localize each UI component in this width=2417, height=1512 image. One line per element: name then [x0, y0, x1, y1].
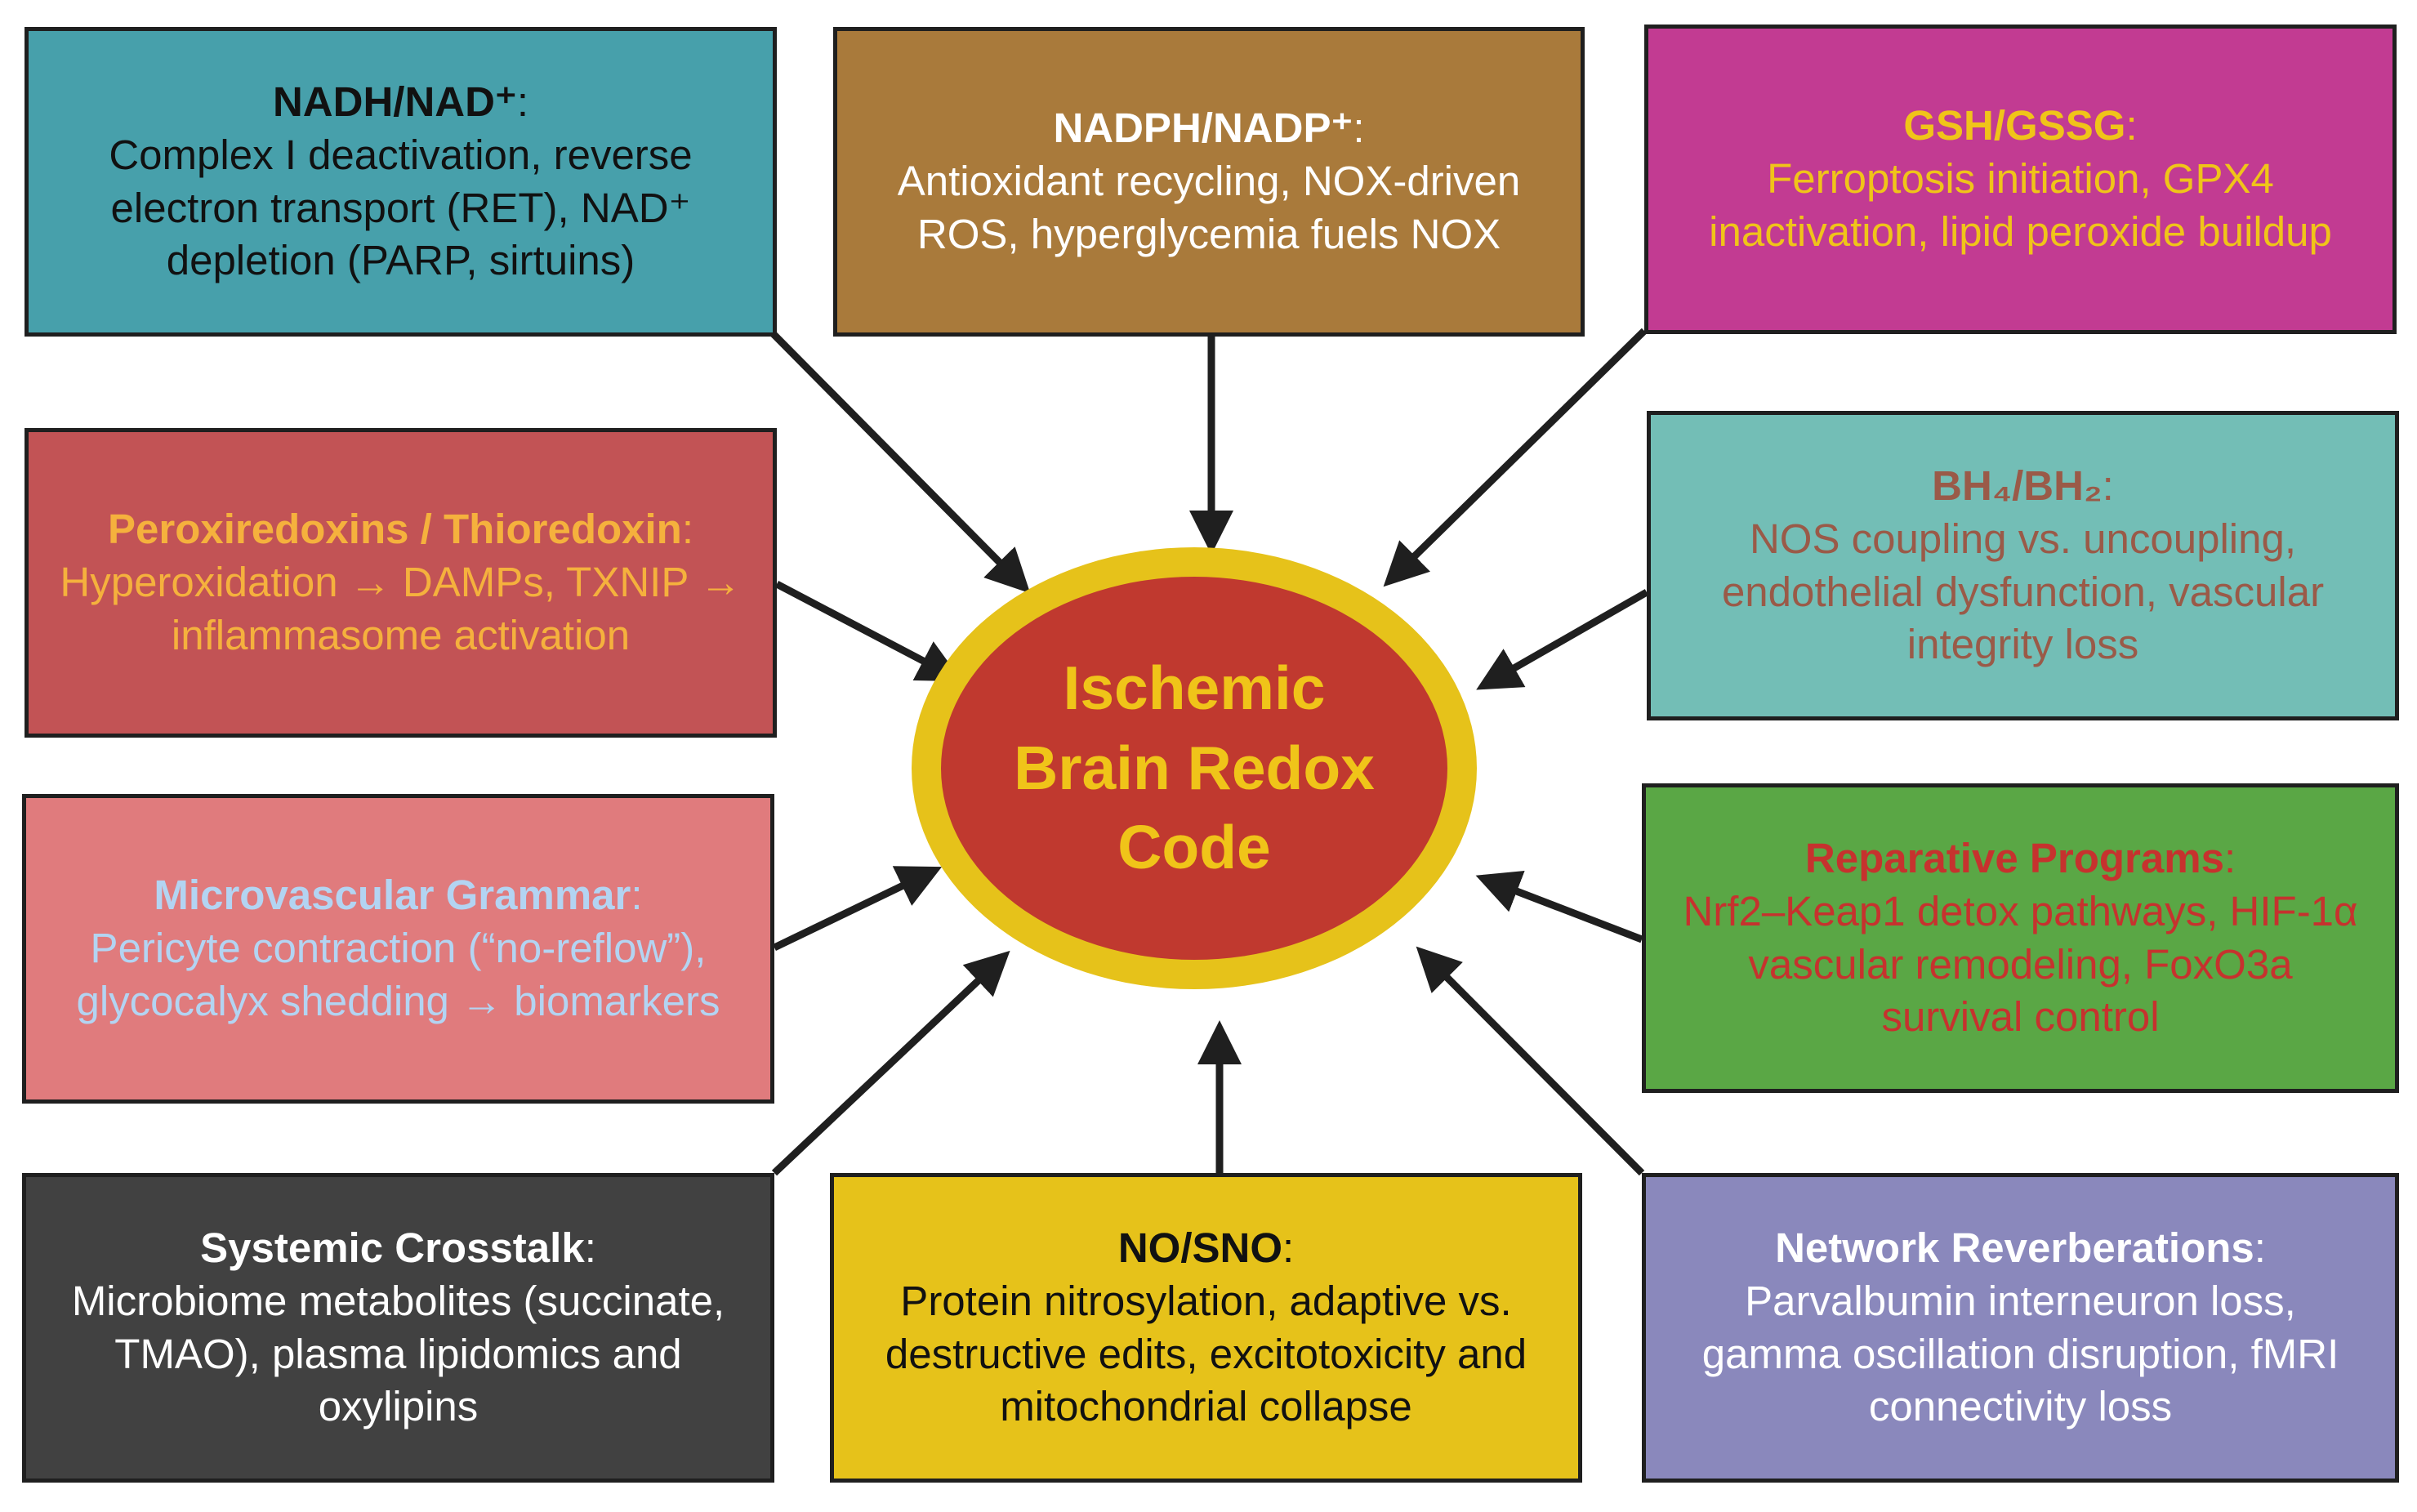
central-node-label: Ischemic Brain Redox Code: [965, 649, 1423, 888]
arrow-from-repar: [1475, 870, 1643, 943]
box-title-suffix: :: [516, 78, 529, 125]
box-peroxiredoxins-thioredoxin: Peroxiredoxins / Thioredoxin: Hyperoxida…: [25, 428, 777, 738]
box-reparative-programs: Reparative Programs: Nrf2–Keap1 detox pa…: [1642, 783, 2399, 1093]
box-title-suffix: :: [1353, 105, 1365, 152]
box-body: Complex I deactivation, reverse electron…: [109, 131, 693, 284]
box-title-suffix: :: [2102, 462, 2114, 509]
box-systemic-crosstalk: Systemic Crosstalk: Microbiome metabolit…: [22, 1173, 774, 1483]
box-title-line: Systemic Crosstalk:: [200, 1222, 596, 1275]
box-body: Pericyte contraction (“no-reflow”), glyc…: [76, 925, 720, 1024]
box-no-sno: NO/SNO: Protein nitrosylation, adaptive …: [830, 1173, 1582, 1483]
arrow-from-perox: [774, 581, 962, 682]
box-title-line: Network Reverberations:: [1775, 1222, 2266, 1275]
box-title-suffix: :: [2254, 1224, 2266, 1271]
box-title: Network Reverberations: [1775, 1224, 2254, 1271]
box-gsh-gssg: GSH/GSSG: Ferroptosis initiation, GPX4 i…: [1644, 25, 2397, 334]
box-title-suffix: :: [631, 872, 643, 919]
box-title-line: NADH/NAD⁺:: [273, 76, 528, 129]
box-title-line: Reparative Programs:: [1805, 832, 2236, 885]
arrow-from-network: [1416, 946, 1645, 1176]
box-title: NADH/NAD⁺: [272, 78, 517, 125]
box-title-line: Microvascular Grammar:: [154, 869, 642, 922]
box-title-suffix: :: [2223, 834, 2236, 881]
arrow-from-system: [771, 950, 1010, 1176]
central-node-line: Ischemic: [1063, 653, 1326, 723]
box-title-suffix: :: [584, 1224, 596, 1271]
box-body: Microbiome metabolites (succinate, TMAO)…: [71, 1277, 725, 1430]
box-body: Protein nitrosylation, adaptive vs. dest…: [885, 1277, 1527, 1430]
box-title: NO/SNO: [1117, 1224, 1282, 1271]
box-nadph-nadp: NADPH/NADP⁺: Antioxidant recycling, NOX-…: [833, 27, 1585, 337]
box-title: GSH/GSSG: [1903, 102, 2126, 149]
box-title: Peroxiredoxins / Thioredoxin: [108, 506, 682, 553]
box-body: Ferroptosis initiation, GPX4 inactivatio…: [1709, 155, 2332, 255]
box-body: Nrf2–Keap1 detox pathways, HIF-1α vascul…: [1683, 887, 2358, 1041]
box-title-line: BH₄/BH₂:: [1932, 460, 2114, 513]
box-title-line: NO/SNO:: [1118, 1222, 1294, 1275]
box-title-suffix: :: [2125, 102, 2138, 149]
box-title: BH₄/BH₂: [1932, 462, 2103, 509]
box-title-line: GSH/GSSG:: [1903, 100, 2137, 153]
box-nadh-nad: NADH/NAD⁺: Complex I deactivation, rever…: [25, 27, 777, 337]
box-body: Antioxidant recycling, NOX-driven ROS, h…: [897, 158, 1521, 257]
box-title: Microvascular Grammar: [154, 872, 631, 919]
box-title-suffix: :: [1282, 1224, 1295, 1271]
box-body: NOS coupling vs. uncoupling, endothelial…: [1721, 515, 2325, 668]
central-node-line: Code: [1117, 813, 1271, 882]
box-bh4-bh2: BH₄/BH₂: NOS coupling vs. uncoupling, en…: [1647, 411, 2399, 720]
central-node-line: Brain Redox: [1014, 733, 1375, 802]
central-node: Ischemic Brain Redox Code: [912, 547, 1477, 989]
box-body: Parvalbumin interneuron loss, gamma osci…: [1701, 1277, 2339, 1430]
box-title: Systemic Crosstalk: [200, 1224, 585, 1271]
arrow-from-bh4: [1476, 589, 1649, 690]
box-body: Hyperoxidation → DAMPs, TXNIP → inflamma…: [60, 559, 742, 658]
arrow-from-nadh: [767, 328, 1031, 594]
box-title-suffix: :: [681, 506, 693, 553]
box-title-line: Peroxiredoxins / Thioredoxin:: [108, 503, 693, 556]
box-title: Reparative Programs: [1804, 834, 2224, 881]
box-title: NADPH/NADP⁺: [1053, 105, 1353, 152]
box-microvascular-grammar: Microvascular Grammar: Pericyte contract…: [22, 794, 774, 1104]
box-title-line: NADPH/NADP⁺:: [1053, 102, 1364, 155]
arrow-from-micro: [773, 866, 943, 952]
box-network-reverberations: Network Reverberations: Parvalbumin inte…: [1642, 1173, 2399, 1483]
arrow-from-gsh: [1383, 328, 1648, 587]
